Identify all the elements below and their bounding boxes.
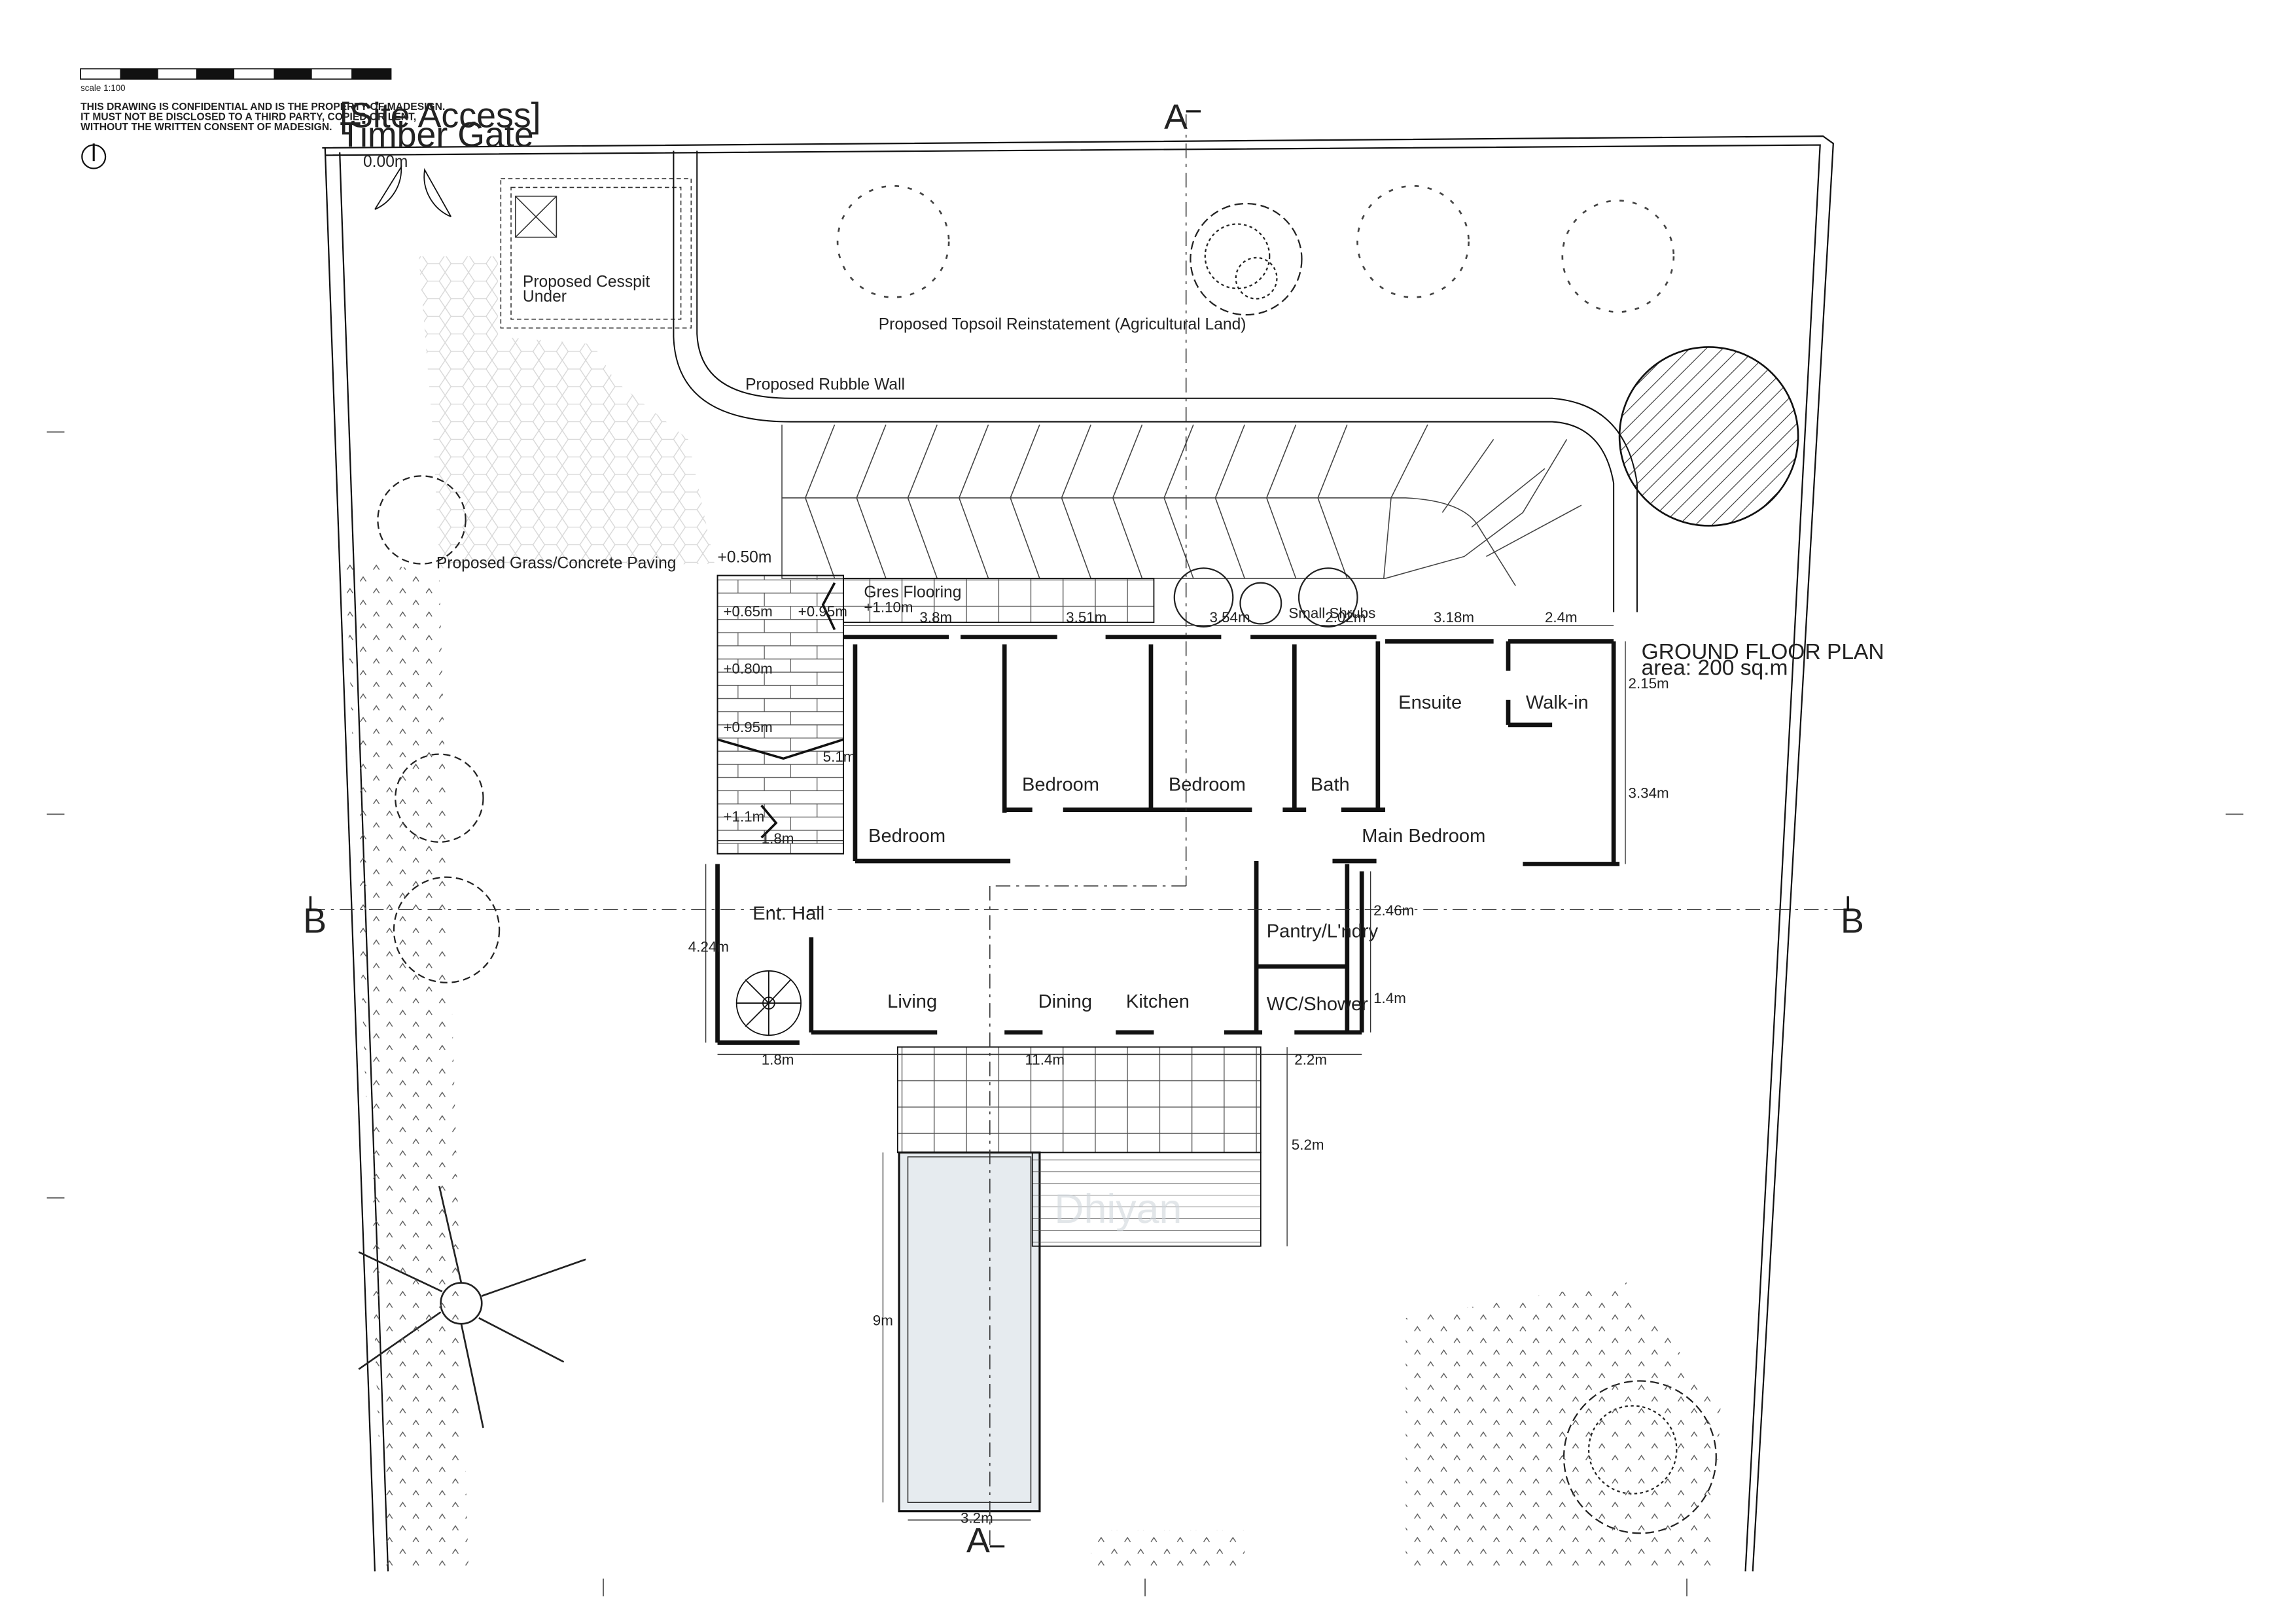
dim-stair: 5.1m — [823, 749, 856, 765]
spiral-stair — [735, 970, 802, 1036]
room-kitchen: Kitchen — [1126, 991, 1190, 1012]
room-living: Living — [887, 991, 937, 1012]
section-a-top: A — [1164, 97, 1188, 137]
swimming-pool — [898, 1151, 1041, 1513]
driveway-paving — [781, 424, 1582, 586]
cesspit — [500, 178, 692, 329]
room-pantry: Pantry/L'ndry — [1267, 921, 1379, 942]
dim-2-4: 2.4m — [1545, 609, 1578, 626]
dim-3-8: 3.8m — [919, 609, 952, 626]
gres-flooring — [843, 578, 1155, 624]
timber-gate — [374, 165, 452, 218]
dim-2-15: 2.15m — [1629, 675, 1669, 692]
sheet-ticks — [46, 431, 2244, 1597]
dim-2-02: 2.02m — [1325, 609, 1366, 626]
dim-1-8-bottom: 1.8m — [762, 1051, 794, 1068]
gres-flooring-label: Gres Flooring — [864, 584, 961, 601]
tree-icon — [1190, 202, 1303, 316]
level-terrace-d: +0.95m — [724, 719, 773, 735]
level-paving: +0.50m — [718, 548, 772, 566]
small-shrubs-label: Small Shrubs — [1288, 605, 1375, 621]
room-main-bedroom: Main Bedroom — [1362, 826, 1485, 847]
section-b-right: B — [1841, 902, 1864, 941]
level-terrace-e: +1.1m — [724, 809, 765, 825]
dim-9: 9m — [873, 1312, 893, 1328]
grass-area — [1405, 1281, 1721, 1567]
plan-area: area: 200 sq.m — [1642, 656, 1788, 680]
north-arrow-icon — [81, 143, 107, 169]
small-shrubs-icon — [1173, 567, 1358, 628]
room-wc: WC/Shower — [1267, 994, 1368, 1015]
dim-2-2: 2.2m — [1294, 1051, 1327, 1068]
room-ensuite: Ensuite — [1398, 692, 1462, 713]
room-walkin: Walk-in — [1526, 692, 1589, 713]
section-b-left: B — [303, 902, 327, 941]
level-terrace-a: +0.65m — [724, 603, 773, 620]
west-terrace — [716, 574, 845, 855]
grass-concrete-paving — [419, 256, 715, 569]
room-bedroom-3: Bedroom — [1169, 775, 1246, 796]
tree-icon — [836, 185, 1675, 313]
scale-label: scale 1:100 — [80, 83, 126, 93]
cesspit-label-1: Proposed Cesspit — [523, 274, 650, 291]
site-access-title: [Site Access] — [340, 96, 540, 135]
grass-area — [1091, 1530, 1245, 1567]
dim-3-2: 3.2m — [961, 1510, 993, 1527]
dim-3-51: 3.51m — [1066, 609, 1106, 626]
dim-5-2: 5.2m — [1292, 1137, 1324, 1153]
topsoil-label: Proposed Topsoil Reinstatement (Agricult… — [879, 316, 1246, 334]
pool-deck — [1031, 1152, 1262, 1247]
watermark: Dhiyan — [1054, 1186, 1182, 1232]
level-terrace-b: +0.95m — [798, 603, 847, 620]
building-walls — [715, 635, 1620, 1045]
room-bath: Bath — [1311, 775, 1350, 796]
south-terrace — [896, 1046, 1262, 1154]
room-ent-hall: Ent. Hall — [752, 903, 824, 924]
disclaimer-line-1: THIS DRAWING IS CONFIDENTIAL AND IS THE … — [80, 101, 445, 113]
rubble-wall-label: Proposed Rubble Wall — [745, 376, 905, 393]
grass-paving-label: Proposed Grass/Concrete Paving — [436, 554, 677, 572]
dim-3-34: 3.34m — [1629, 785, 1669, 802]
dimension-lines — [705, 624, 1626, 1521]
dim-1-4: 1.4m — [1373, 990, 1406, 1006]
section-a-bottom: A — [966, 1521, 990, 1560]
room-bedroom-2: Bedroom — [1022, 775, 1099, 796]
dim-1-8-top: 1.8m — [762, 830, 794, 847]
room-dining: Dining — [1038, 991, 1092, 1012]
hatched-circle — [1618, 346, 1799, 527]
disclaimer: THIS DRAWING IS CONFIDENTIAL AND IS THE … — [80, 101, 445, 133]
scale-bar: scale 1:100 — [80, 68, 392, 93]
section-lines — [310, 114, 1848, 1545]
dim-3-54: 3.54m — [1209, 609, 1250, 626]
level-terrace-c: +0.80m — [724, 661, 773, 677]
cesspit-label-2: Under — [523, 288, 567, 306]
dim-3-18: 3.18m — [1434, 609, 1474, 626]
dim-4-24: 4.24m — [688, 939, 729, 955]
disclaimer-line-2: IT MUST NOT BE DISCLOSED TO A THIRD PART… — [80, 112, 416, 123]
plan-title: GROUND FLOOR PLAN — [1642, 640, 1884, 664]
dim-2-46: 2.46m — [1373, 902, 1414, 919]
grass-area — [345, 556, 469, 1572]
room-bedroom-1: Bedroom — [868, 826, 945, 847]
disclaimer-line-3: WITHOUT THE WRITTEN CONSENT OF MADESIGN. — [80, 122, 332, 133]
level-gres: +1.10m — [864, 599, 913, 616]
site-access-subtitle: Timber Gate — [340, 115, 533, 154]
pool-coping — [907, 1156, 1032, 1504]
dim-11-4: 11.4m — [1025, 1051, 1065, 1068]
